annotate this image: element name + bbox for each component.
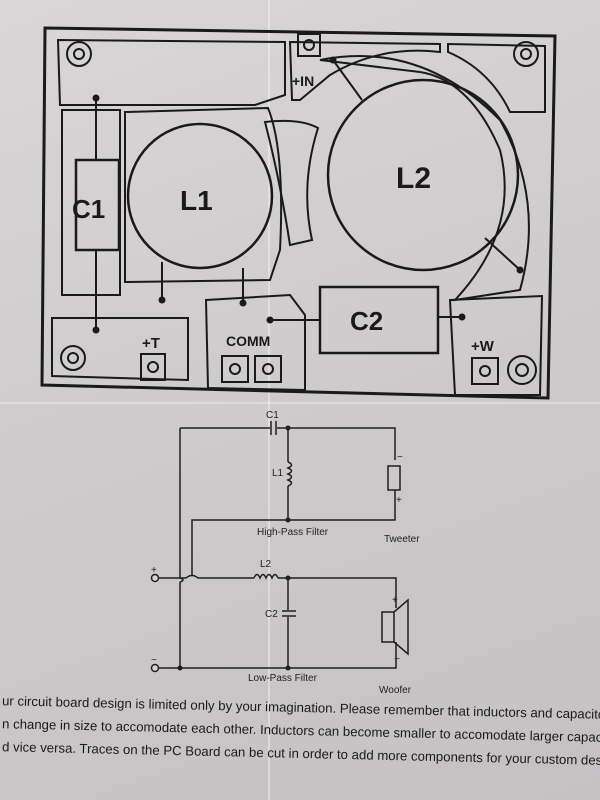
tweeter-terminal-label: +T: [142, 335, 160, 352]
c1-label: C1: [72, 194, 105, 224]
input-terminal-minus-icon: [150, 663, 160, 673]
c2-label: C2: [350, 306, 383, 336]
terminal-pad-icon: [471, 357, 499, 385]
pcb-trace-input: [288, 40, 441, 101]
woofer-plus-sign: +: [392, 595, 398, 606]
schematic-l1-inductor: [286, 461, 293, 487]
schematic-l2-inductor: [253, 573, 279, 580]
pcb-trace-top-right: [447, 42, 546, 113]
pcb-board-outline: [40, 26, 557, 400]
schematic-c2-label: C2: [265, 609, 278, 620]
l1-label: L1: [180, 185, 213, 216]
tweeter-plus-sign: +: [396, 495, 402, 506]
pcb-trace-lower-left: [51, 317, 189, 382]
pcb-trace-l2-area: [319, 55, 530, 302]
schematic-wire: [277, 427, 396, 460]
input-terminal-plus-icon: [150, 573, 160, 583]
l2-lead-top: [332, 59, 363, 101]
high-pass-filter-label: High-Pass Filter: [257, 527, 329, 538]
woofer-terminal-label: +W: [471, 338, 495, 355]
paper-fold-vertical: [268, 0, 270, 800]
mounting-hole-icon: [507, 355, 537, 385]
pcb-trace-woofer: [448, 294, 544, 396]
l1-inductor: [126, 122, 274, 270]
instruction-text: ur circuit board design is limited only …: [0, 693, 600, 768]
l2-inductor: [326, 78, 520, 272]
l2-lead-bottom: [484, 237, 521, 271]
tweeter-icon: [387, 465, 401, 491]
tweeter-label: Tweeter: [384, 534, 420, 545]
tweeter-minus-sign: −: [397, 452, 403, 463]
input-terminal-label: +IN: [292, 73, 314, 89]
schematic: [150, 421, 409, 673]
input-plus-sign: +: [151, 565, 157, 576]
schematic-wire: [278, 577, 397, 608]
terminal-pad-icon: [140, 353, 166, 381]
pcb-trace-divider: [263, 119, 320, 247]
mounting-hole-icon: [66, 41, 92, 67]
schematic-l2-label: L2: [260, 559, 272, 570]
schematic-c1-label: C1: [266, 410, 279, 421]
woofer-minus-sign: −: [394, 654, 400, 665]
terminal-pad-icon: [297, 33, 321, 57]
pcb-trace-l1-area: [124, 106, 283, 284]
pcb-trace-common: [204, 293, 306, 392]
common-terminal-label: COMM: [226, 333, 270, 349]
pcb-trace-c1-strip: [61, 109, 121, 296]
terminal-pad-icon: [254, 355, 282, 383]
woofer-icon: [381, 611, 395, 643]
mounting-hole-icon: [513, 41, 539, 67]
low-pass-filter-label: Low-Pass Filter: [248, 673, 318, 684]
paper-fold-horizontal: [0, 402, 600, 404]
pcb-trace-top-left: [56, 38, 286, 106]
l2-label: L2: [396, 162, 431, 195]
c1-capacitor: [74, 158, 121, 252]
mounting-hole-icon: [60, 345, 86, 371]
input-minus-sign: −: [151, 655, 157, 666]
schematic-l1-label: L1: [272, 468, 284, 479]
woofer-label: Woofer: [379, 685, 412, 696]
terminal-pad-icon: [221, 355, 249, 383]
schematic-wire: [191, 519, 288, 576]
pcb-layout: [40, 26, 557, 400]
